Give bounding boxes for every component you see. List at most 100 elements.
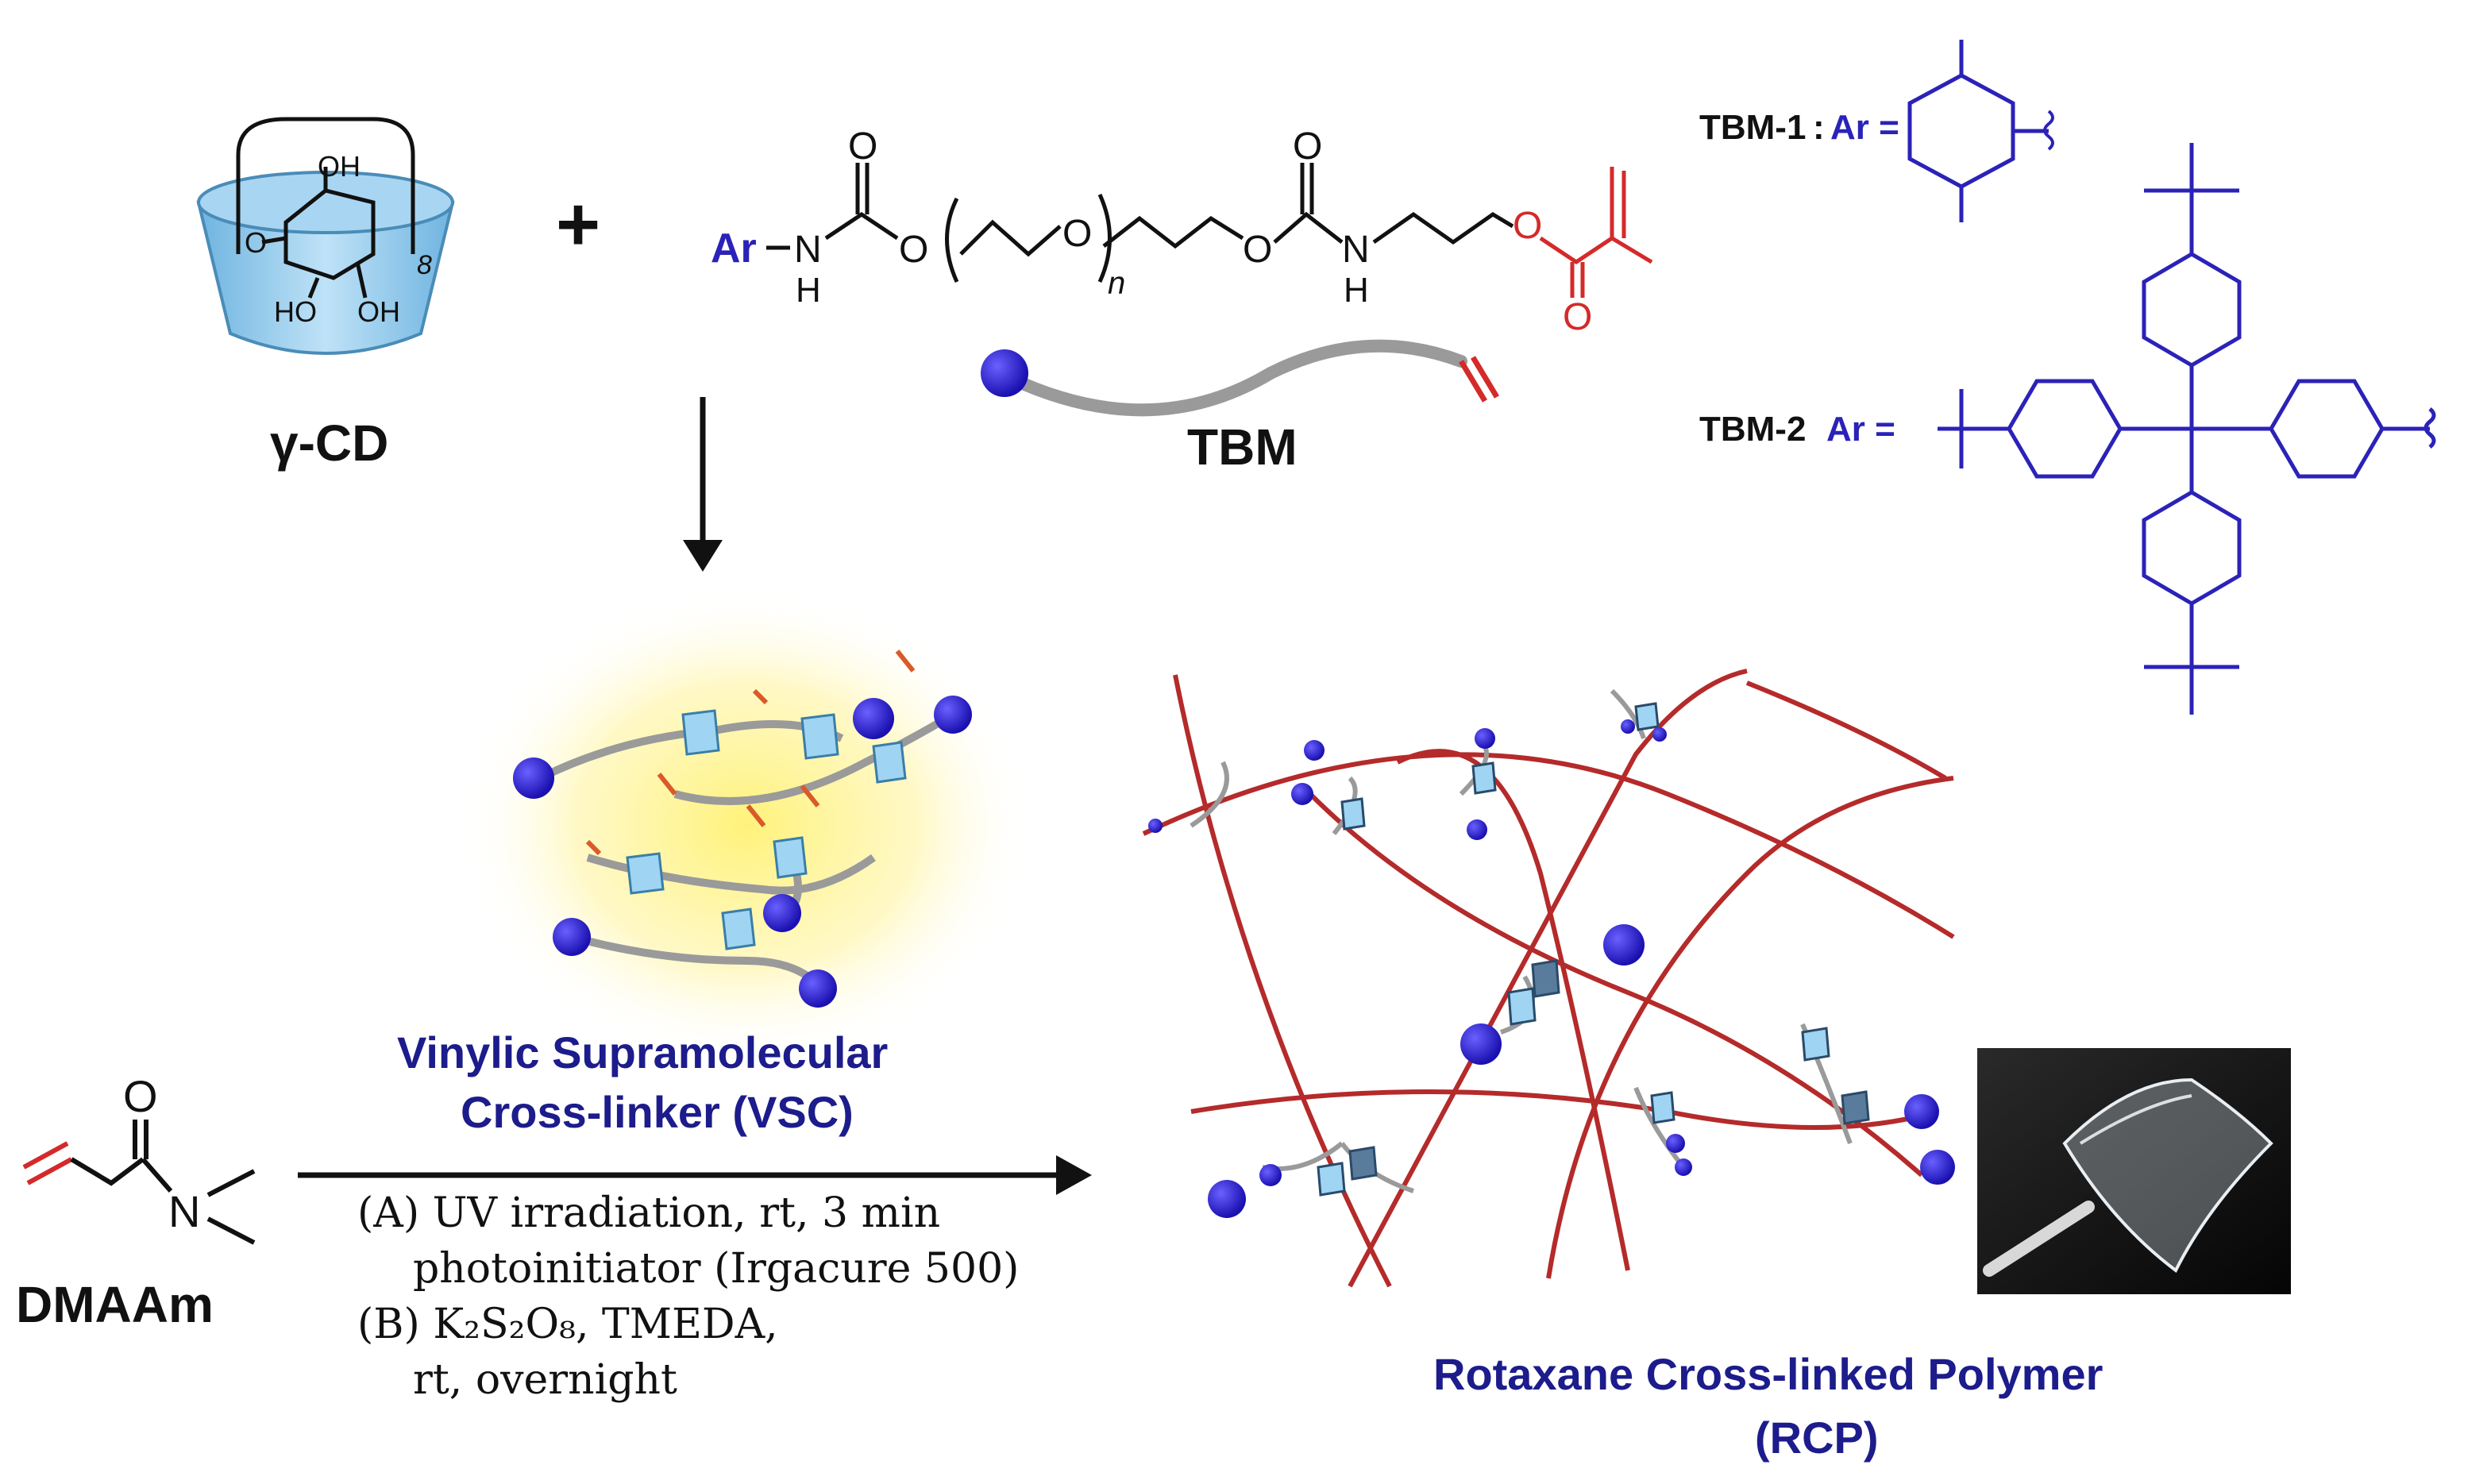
vsc-label-line1: Vinylic Supramolecular xyxy=(397,1027,888,1077)
down-arrow xyxy=(683,397,723,572)
tbm-vinyl-end xyxy=(1470,356,1500,399)
cd-ring xyxy=(1634,702,1660,731)
bond xyxy=(141,1158,173,1193)
h2-label: H xyxy=(1344,271,1369,310)
phenyl-ring-bottom xyxy=(2142,490,2242,606)
plus-sign: + xyxy=(556,182,600,267)
condition-a-line1: (A) UV irradiation, rt, 3 min xyxy=(357,1189,940,1237)
axle xyxy=(1190,761,1229,828)
cd-ring xyxy=(1650,1091,1675,1124)
peg-chain xyxy=(959,219,1062,257)
condition-a-line2: photoinitiator (Irgacure 500) xyxy=(413,1245,1019,1293)
cd-ring xyxy=(872,741,907,784)
stopper-ball xyxy=(1675,1158,1692,1176)
tbm1-label: TBM-1 xyxy=(1699,108,1806,147)
tweezers xyxy=(1983,1201,2095,1277)
cd-o-label: O xyxy=(245,226,267,259)
cd-ring xyxy=(1531,959,1560,998)
phenyl-ring-top xyxy=(2142,252,2242,368)
stopper-ball xyxy=(799,969,837,1008)
attach-wavy xyxy=(2424,407,2436,449)
cd-ring xyxy=(1507,987,1537,1026)
cd-ring xyxy=(1471,761,1497,795)
polymer-chain xyxy=(1173,674,1392,1288)
vinyl-mark xyxy=(895,649,916,673)
cd-ring xyxy=(626,852,665,895)
arrow-head xyxy=(683,540,723,572)
nh2-label: N xyxy=(1342,229,1370,271)
stopper-ball xyxy=(1920,1150,1955,1185)
attach-wavy xyxy=(2043,110,2054,151)
dmaam-n-label: N xyxy=(168,1186,200,1236)
polymer-chain xyxy=(1348,669,1748,1288)
vinyl-mark xyxy=(746,804,766,827)
ester-o3-label: O xyxy=(1513,205,1542,247)
stopper-ball xyxy=(1304,740,1325,761)
tbm-vinyl-end xyxy=(1458,360,1488,403)
vinyl-mark xyxy=(800,784,820,808)
vsc-label-line2: Cross-linker (VSC) xyxy=(461,1087,854,1137)
methyl-bond xyxy=(206,1169,256,1197)
vsc-cartoon xyxy=(461,588,1032,1064)
gel-photo xyxy=(1977,1048,2291,1294)
stopper-ball xyxy=(553,918,591,956)
stopper-ball xyxy=(1259,1164,1282,1186)
stopper-ball xyxy=(1666,1134,1685,1153)
polymer-chain xyxy=(1745,680,1947,781)
ester-o1-label: O xyxy=(899,229,928,271)
gel-film xyxy=(2062,1077,2273,1274)
phenyl-ring-left xyxy=(2007,379,2123,479)
stopper-ball xyxy=(1603,924,1645,966)
tbm1-ar-eq: Ar = xyxy=(1830,108,1899,147)
tbm1-colon: : xyxy=(1813,108,1825,147)
methacrylate-bond xyxy=(1539,236,1653,265)
tbm-label: TBM xyxy=(1187,418,1298,476)
ether-o-label: O xyxy=(1062,213,1092,255)
polymer-chain xyxy=(1546,776,1954,1279)
ester-o2-label: O xyxy=(1243,229,1272,271)
vinyl-mark xyxy=(657,773,677,796)
stopper-ball xyxy=(1467,819,1487,840)
cd-bond xyxy=(307,277,320,299)
polymer-chain xyxy=(1396,749,1630,1271)
rcp-label-line1: Rotaxane Cross-linked Polymer xyxy=(1433,1349,2103,1399)
cd-bond xyxy=(261,236,287,245)
peg-bracket-right xyxy=(1097,193,1112,283)
methyl-bond xyxy=(206,1216,256,1245)
stopper-ball xyxy=(934,696,972,734)
cd-ring xyxy=(1801,1027,1830,1062)
cd-bond xyxy=(355,261,368,299)
stopper-ball xyxy=(1291,783,1313,805)
dmaam-o-label: O xyxy=(123,1071,158,1121)
vinyl-bond xyxy=(26,1157,73,1185)
stopper-ball xyxy=(1652,727,1667,742)
polymer-chain xyxy=(1142,752,1955,939)
tbm2-label: TBM-2 xyxy=(1699,410,1806,449)
vsc-axle xyxy=(570,933,821,988)
bond xyxy=(70,1157,145,1186)
tbm-ar-label: Ar xyxy=(711,225,757,272)
photo-frame xyxy=(1977,1048,2291,1294)
cd-ring xyxy=(681,709,720,756)
stopper-ball xyxy=(1460,1023,1502,1065)
carbonyl-o2-label: O xyxy=(1293,125,1322,168)
reaction-arrow xyxy=(298,1155,1092,1195)
gamma-cd-label: γ-CD xyxy=(270,414,388,472)
vsc-axle xyxy=(673,711,955,805)
cd-oh-top-label: OH xyxy=(318,150,361,183)
bond xyxy=(824,211,899,241)
cd-ho-bottom-label: HO xyxy=(274,295,317,328)
cd-ring xyxy=(721,908,756,950)
cd-ring xyxy=(1317,1162,1346,1197)
stopper-ball xyxy=(763,894,801,932)
cd-oh-bottom-label: OH xyxy=(357,295,400,328)
bond xyxy=(1372,211,1514,245)
stopper-ball xyxy=(1904,1094,1939,1129)
cd-ring xyxy=(1348,1146,1378,1181)
cd-loop-bond xyxy=(236,117,415,254)
rcp-network xyxy=(1142,669,1955,1288)
stopper-ball xyxy=(513,757,554,799)
axle xyxy=(1633,1086,1686,1169)
cd-ring xyxy=(773,836,808,879)
